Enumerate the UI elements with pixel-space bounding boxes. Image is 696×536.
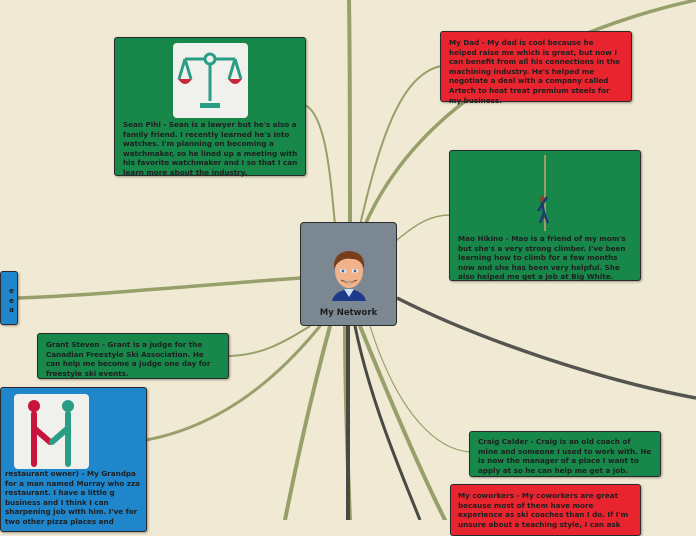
climber-icon bbox=[530, 155, 560, 231]
avatar-face-icon bbox=[328, 247, 370, 303]
connector-right-dark bbox=[396, 296, 696, 400]
node-text: Craig Calder - Craig is an old coach of … bbox=[478, 437, 652, 475]
node-text: Sean Pihl - Sean is a lawyer but he's al… bbox=[123, 120, 298, 177]
node-text: My coworkers - My coworkers are great be… bbox=[458, 491, 629, 529]
connector-bottom-left bbox=[283, 324, 332, 520]
node-text: My Dad - My dad is cool because he helpe… bbox=[449, 38, 621, 105]
connector-mao bbox=[396, 214, 451, 241]
connector-grandpa bbox=[144, 324, 322, 442]
connector-sean bbox=[304, 104, 336, 226]
node-text: restaurant owner) - My Grandpa for a man… bbox=[5, 469, 140, 526]
connector-coworkers bbox=[358, 324, 447, 520]
central-node-my-network[interactable]: My Network bbox=[300, 222, 397, 326]
node-mao-hikino[interactable]: Mao Hikino - Mao is a friend of my mom's… bbox=[449, 150, 641, 281]
node-craig-calder[interactable]: Craig Calder - Craig is an old coach of … bbox=[469, 431, 661, 477]
node-text: Mao Hikino - Mao is a friend of my mom's… bbox=[458, 234, 626, 282]
scales-of-justice-icon bbox=[173, 43, 248, 118]
node-sean-pihl[interactable]: Sean Pihl - Sean is a lawyer but he's al… bbox=[114, 37, 306, 177]
node-my-coworkers[interactable]: My coworkers - My coworkers are great be… bbox=[450, 484, 641, 536]
connector-dad bbox=[359, 65, 442, 226]
handshake-icon bbox=[14, 394, 89, 469]
node-left-partial[interactable]: e e a bbox=[0, 271, 18, 325]
connector-grant bbox=[228, 325, 311, 357]
connector-left-blue bbox=[16, 276, 302, 300]
node-text: e e a bbox=[9, 286, 14, 315]
connector-lines bbox=[16, 0, 696, 520]
connector-bottom-dark-2 bbox=[353, 325, 422, 520]
connector-craig bbox=[369, 325, 471, 453]
node-grant-steven[interactable]: Grant Steven - Grant is a judge for the … bbox=[37, 333, 229, 379]
node-my-dad[interactable]: My Dad - My dad is cool because he helpe… bbox=[440, 31, 632, 105]
node-grandpa[interactable]: restaurant owner) - My Grandpa for a man… bbox=[0, 387, 147, 532]
connector-top bbox=[347, 0, 352, 227]
node-text: Grant Steven - Grant is a judge for the … bbox=[46, 340, 211, 378]
central-node-title: My Network bbox=[319, 308, 378, 318]
